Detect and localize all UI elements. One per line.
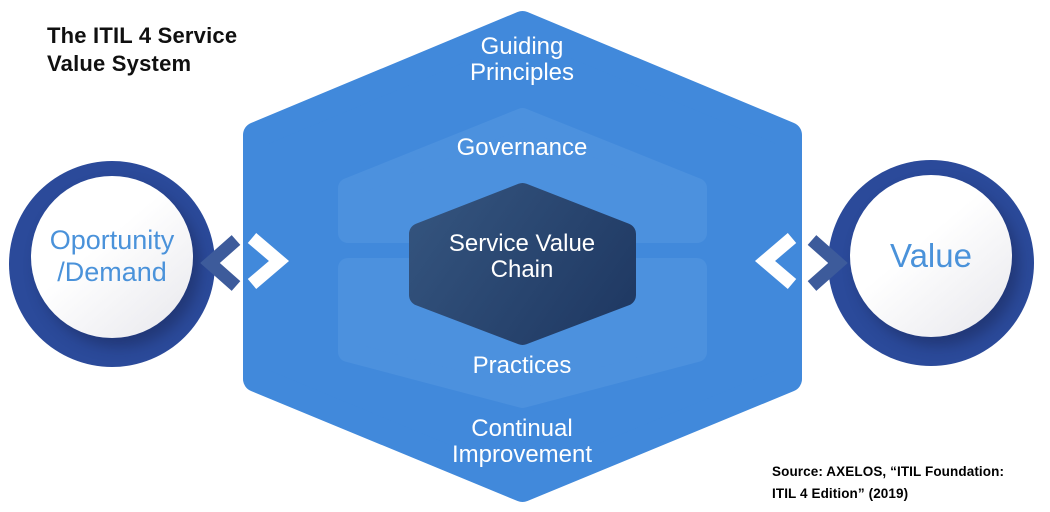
diagram-title: The ITIL 4 Service Value System: [47, 23, 238, 77]
chevron-left-dark-icon: [200, 235, 241, 291]
label-continual-improvement: Continual Improvement: [451, 415, 593, 469]
opportunity-demand-label: Oportunity /Demand: [49, 225, 175, 287]
service-value-chain-hexagon: [409, 183, 636, 345]
opportunity-demand-node: [9, 161, 215, 367]
chevron-right-white-icon: [247, 233, 290, 289]
source-attribution: Source: AXELOS, “ITIL Foundation: ITIL 4…: [772, 464, 1005, 502]
label-service-value-chain: Service Value Chain: [448, 230, 596, 283]
chevron-left-white-icon: [754, 233, 797, 289]
label-practices: Practices: [472, 352, 572, 379]
value-label: Value: [890, 236, 972, 274]
label-governance: Governance: [456, 134, 588, 161]
label-guiding-principles: Guiding Principles: [469, 33, 575, 86]
node-inner-circle: [31, 176, 193, 338]
value-node: [828, 160, 1034, 366]
node-inner-circle: [850, 175, 1012, 337]
chevron-right-dark-icon: [807, 235, 848, 291]
